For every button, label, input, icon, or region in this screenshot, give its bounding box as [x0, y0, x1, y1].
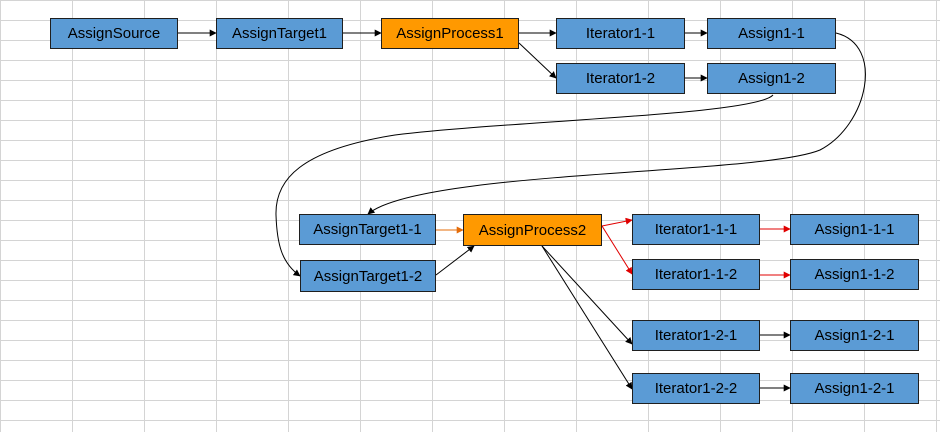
- edge-assign1-2-assigntarget1-2: [275, 94, 774, 277]
- edge-assign1-1-assigntarget1-1: [367, 32, 866, 215]
- node-iterator-1-2-2[interactable]: Iterator1-2-2: [632, 373, 760, 404]
- node-assign-1-1-2[interactable]: Assign1-1-2: [790, 259, 919, 290]
- node-assign-1-2[interactable]: Assign1-2: [707, 63, 836, 94]
- node-iterator-1-1[interactable]: Iterator1-1: [556, 18, 685, 49]
- node-iterator-1-2[interactable]: Iterator1-2: [556, 63, 685, 94]
- edge-assignprocess2-iterator1-2-2: [541, 245, 633, 390]
- node-assign-source[interactable]: AssignSource: [50, 18, 178, 49]
- edge-assignprocess1-iterator1-2: [518, 42, 557, 79]
- node-iterator-1-2-1[interactable]: Iterator1-2-1: [632, 320, 760, 351]
- edge-assigntarget1-2-assignprocess2: [435, 245, 475, 276]
- node-assign-target-1-2[interactable]: AssignTarget1-2: [300, 260, 436, 292]
- edge-assignprocess2-iterator1-2-1: [541, 245, 633, 345]
- node-assign-1-2-1[interactable]: Assign1-2-1: [790, 320, 919, 351]
- node-iterator-1-1-2[interactable]: Iterator1-1-2: [632, 259, 760, 290]
- node-assign-process-2[interactable]: AssignProcess2: [463, 214, 602, 246]
- node-assign-process-1[interactable]: AssignProcess1: [381, 18, 519, 49]
- edge-assignprocess2-iterator1-1-1: [601, 217, 633, 227]
- node-iterator-1-1-1[interactable]: Iterator1-1-1: [632, 214, 760, 245]
- edge-assignprocess2-iterator1-1-2: [601, 225, 633, 275]
- node-assign-target-1-1[interactable]: AssignTarget1-1: [299, 214, 436, 245]
- node-assign-target-1[interactable]: AssignTarget1: [216, 18, 343, 49]
- node-assign-1-1[interactable]: Assign1-1: [707, 18, 836, 49]
- node-assign-1-2-2[interactable]: Assign1-2-1: [790, 373, 919, 404]
- node-assign-1-1-1[interactable]: Assign1-1-1: [790, 214, 919, 245]
